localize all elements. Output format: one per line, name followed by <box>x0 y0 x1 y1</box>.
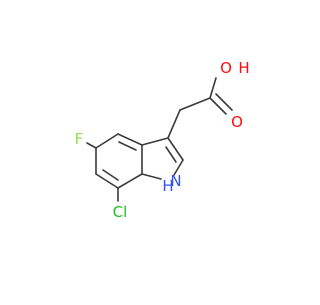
bond-c5-f <box>86 142 97 149</box>
bond-c7-c7a <box>117 173 143 189</box>
bond-c4-c5 <box>95 133 119 149</box>
hydroxyl-hydrogen-label: H <box>238 59 249 77</box>
bond-c3-c2 <box>167 137 184 161</box>
chlorine-label: Cl <box>113 203 128 221</box>
bond-group <box>86 77 233 202</box>
carbonyl-oxygen-label: O <box>231 113 243 131</box>
bond-c-o-double-a <box>209 97 227 115</box>
molecule-structure: O H O F Cl N H <box>75 59 250 221</box>
bond-ch2-cooh <box>179 97 211 111</box>
bond-c-oh <box>209 77 217 99</box>
bond-c3-c2-inner <box>165 146 177 163</box>
bond-c3a-c4-inner <box>118 141 137 151</box>
bond-c3a-c4 <box>117 133 143 146</box>
bond-c3-ch2 <box>167 109 181 139</box>
bond-c-o-double-b <box>215 93 233 111</box>
fluorine-label: F <box>75 130 84 148</box>
bond-c2-n1 <box>173 159 184 176</box>
atom-label-group: O H O F Cl N H <box>75 59 250 221</box>
bond-c3a-c3 <box>141 137 169 146</box>
bond-n1-c7a <box>141 173 162 180</box>
bond-c6-c7-inner <box>102 169 119 181</box>
hydroxyl-oxygen-label: O <box>220 59 232 77</box>
structure-canvas: O H O F Cl N H <box>74 59 250 221</box>
nitrogen-label: N <box>170 172 181 190</box>
bond-c6-c7 <box>95 173 119 189</box>
nitrogen-hydrogen-label: H <box>162 177 173 195</box>
